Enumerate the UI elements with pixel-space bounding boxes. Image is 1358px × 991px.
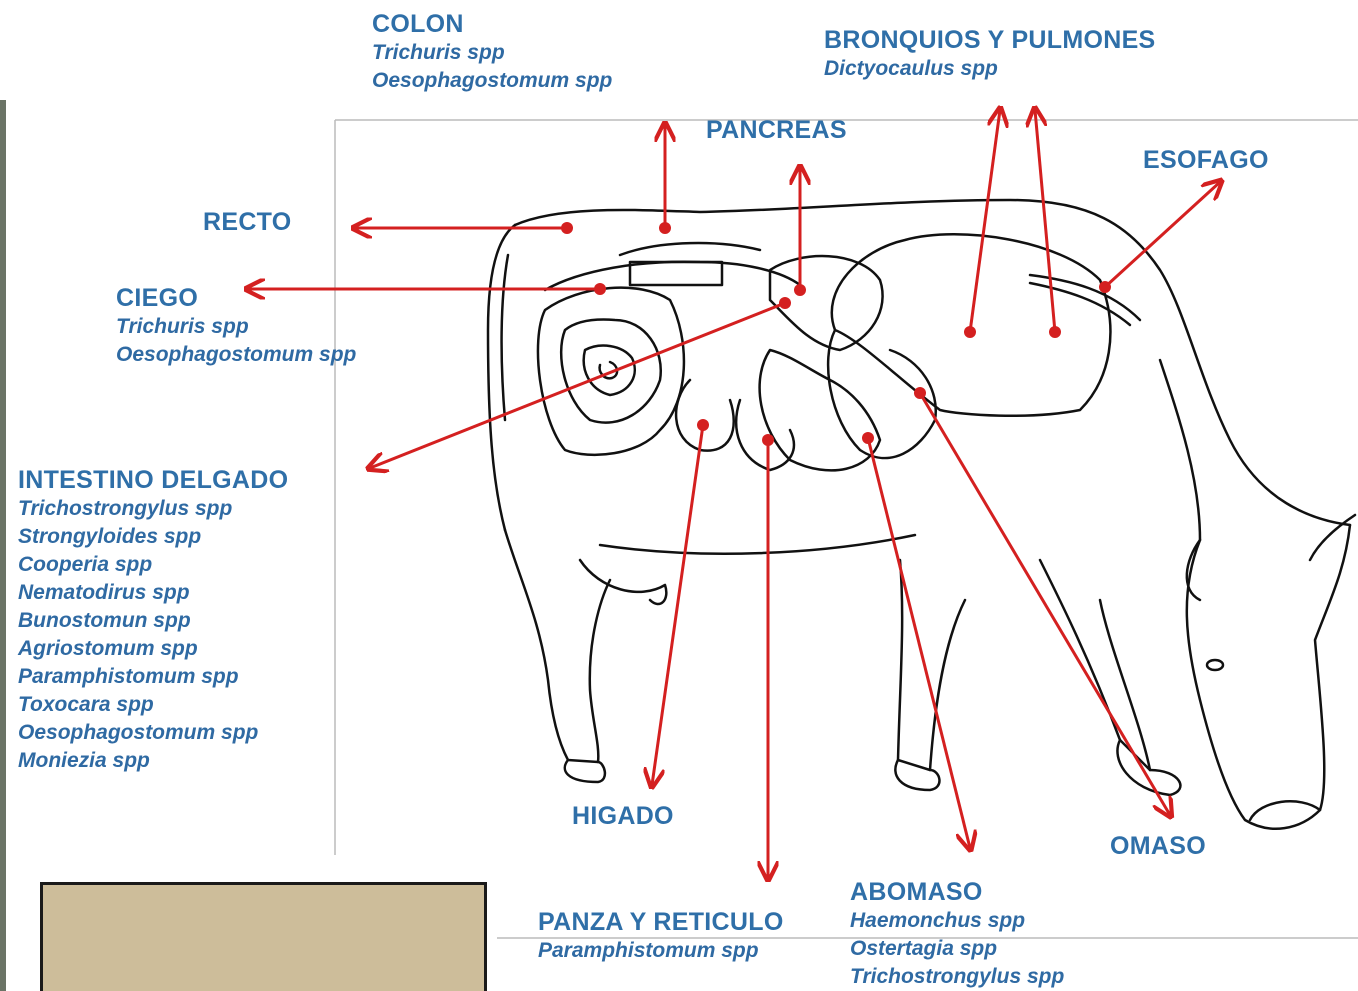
colon-species-1: Trichuris spp <box>372 39 612 67</box>
label-panza-reticulo: PANZA Y RETICULO Paramphistomum spp <box>538 908 784 965</box>
panza-species-1: Paramphistomum spp <box>538 937 784 965</box>
label-ciego: CIEGO Trichuris spp Oesophagostomum spp <box>116 284 356 369</box>
label-abomaso: ABOMASO Haemonchus spp Ostertagia spp Tr… <box>850 878 1064 991</box>
label-recto: RECTO <box>203 208 292 237</box>
intestino-species-1: Trichostrongylus spp <box>18 495 288 523</box>
intestino-species-8: Toxocara spp <box>18 691 288 719</box>
panza-title: PANZA Y RETICULO <box>538 908 784 937</box>
bronquios-species-1: Dictyocaulus spp <box>824 55 1156 83</box>
intestino-species-5: Bunostomun spp <box>18 607 288 635</box>
label-intestino-delgado: INTESTINO DELGADO Trichostrongylus spp S… <box>18 466 288 775</box>
colon-title: COLON <box>372 10 612 39</box>
intestino-species-2: Strongyloides spp <box>18 523 288 551</box>
ciego-species-1: Trichuris spp <box>116 313 356 341</box>
abomaso-species-3: Trichostrongylus spp <box>850 963 1064 991</box>
label-bronquios: BRONQUIOS Y PULMONES Dictyocaulus spp <box>824 26 1156 83</box>
bronquios-title: BRONQUIOS Y PULMONES <box>824 26 1156 55</box>
label-higado: HIGADO <box>572 802 674 831</box>
ciego-species-2: Oesophagostomum spp <box>116 341 356 369</box>
intestino-species-7: Paramphistomum spp <box>18 663 288 691</box>
frame-lines <box>335 120 1358 938</box>
intestino-species-6: Agriostomum spp <box>18 635 288 663</box>
inset-photo <box>40 882 487 991</box>
intestino-species-9: Oesophagostomum spp <box>18 719 288 747</box>
label-omaso: OMASO <box>1110 832 1206 861</box>
intestino-species-10: Moniezia spp <box>18 747 288 775</box>
abomaso-title: ABOMASO <box>850 878 1064 907</box>
label-pancreas: PANCREAS <box>706 116 847 145</box>
cow-outline <box>488 200 1355 829</box>
intestino-species-4: Nematodirus spp <box>18 579 288 607</box>
label-colon: COLON Trichuris spp Oesophagostomum spp <box>372 10 612 95</box>
colon-species-2: Oesophagostomum spp <box>372 67 612 95</box>
abomaso-species-1: Haemonchus spp <box>850 907 1064 935</box>
ciego-title: CIEGO <box>116 284 356 313</box>
label-esofago: ESOFAGO <box>1143 146 1269 175</box>
intestino-title: INTESTINO DELGADO <box>18 466 288 495</box>
intestino-species-3: Cooperia spp <box>18 551 288 579</box>
abomaso-species-2: Ostertagia spp <box>850 935 1064 963</box>
organ-arrows <box>248 110 1220 878</box>
